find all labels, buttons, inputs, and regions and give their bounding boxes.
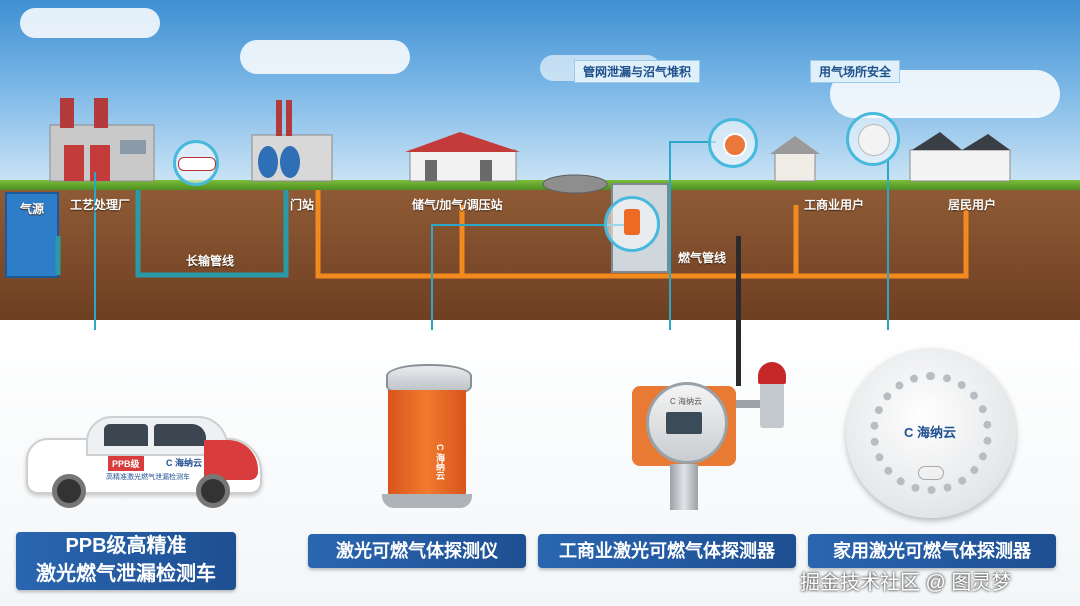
vehicle-label-line1: PPB级高精准 (65, 535, 187, 557)
industrial-label: 工商业激光可燃气体探测器 (538, 534, 796, 568)
gas-network-scene (5, 98, 1011, 330)
label-long-pipeline: 长输管线 (186, 254, 235, 268)
residential-buildings (909, 132, 1011, 182)
car-wheel (52, 474, 86, 508)
laser-detector-instrument: C 海纳云 (382, 364, 472, 514)
instrument-highlight-circle (604, 196, 660, 252)
industrial-gas-detector: C 海纳云 (624, 360, 804, 510)
instrument-label: 激光可燃气体探测仪 (308, 534, 526, 568)
label-residential-users: 居民用户 (948, 198, 997, 212)
underground-soil (0, 188, 1080, 320)
antenna (736, 236, 741, 386)
household-brand: C 海纳云 (904, 425, 957, 440)
car-side-text: 高精准激光燃气泄漏检测车 (106, 474, 190, 481)
mini-alarm-icon (858, 124, 890, 156)
process-plant-building (49, 98, 155, 182)
vehicle-label-line2: 激光燃气泄漏检测车 (36, 563, 216, 585)
alarm-light (758, 362, 786, 384)
manhole-cover (542, 174, 608, 194)
connector-line (669, 141, 716, 330)
label-commercial-users: 工商业用户 (804, 198, 865, 212)
detector-vent-holes (870, 372, 992, 494)
mini-car-icon (178, 157, 216, 171)
household-gas-detector: C 海纳云 (846, 348, 1016, 518)
household-label: 家用激光可燃气体探测器 (808, 534, 1056, 568)
mini-detector-icon (723, 133, 747, 157)
car-wheel (196, 474, 230, 508)
cloud (240, 40, 410, 74)
industrial-highlight-circle (708, 118, 758, 168)
label-storage-station: 储气/加气/调压站 (412, 198, 503, 212)
storage-station-building (405, 132, 520, 182)
long-pipeline (55, 190, 289, 278)
instrument-brand: C 海纳云 (435, 444, 445, 480)
connector-line (431, 224, 628, 330)
ground-grass (0, 180, 1080, 190)
label-gas-pipeline: 燃气管线 (678, 251, 727, 265)
gas-pipeline (315, 190, 969, 279)
detector-brand: C 海纳云 (670, 397, 702, 406)
household-highlight-circle (846, 112, 900, 166)
label-gate-station: 门站 (290, 198, 315, 212)
commercial-house (770, 136, 820, 182)
label-gas-source: 气源 (20, 202, 45, 216)
watermark: 掘金技术社区 @ 图灵梦 (800, 572, 1012, 594)
detector-button (918, 466, 944, 480)
car-brand: C 海纳云 (166, 458, 203, 468)
vehicle-label-panel: PPB级高精准 激光燃气泄漏检测车 (16, 532, 236, 590)
vehicle-highlight-circle (173, 140, 219, 186)
gas-source-tank (5, 192, 59, 278)
cloud (20, 8, 160, 38)
car-badge: PPB级 (108, 456, 144, 471)
tag-gas-site-safety: 用气场所安全 (810, 60, 901, 83)
detection-vehicle: PPB级 C 海纳云 高精准激光燃气泄漏检测车 (26, 410, 262, 508)
gate-station-building (251, 100, 333, 182)
label-process-plant: 工艺处理厂 (70, 198, 131, 212)
mini-instrument-icon (624, 209, 640, 235)
tag-pipeline-leak: 管网泄漏与沼气堆积 (574, 60, 701, 83)
detector-display (666, 412, 702, 434)
